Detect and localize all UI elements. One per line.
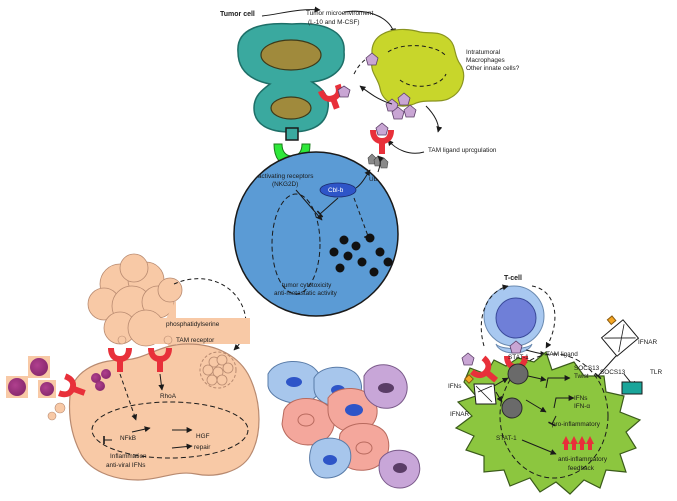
tumor-microenvironment-sub: (L-10 and M-CSF): [308, 19, 360, 26]
phosphatidylserine-label: phosphatidylserine: [166, 321, 220, 328]
socs13-b-label: SOCS13: [600, 369, 626, 376]
ifnar-left-label: IFNAR: [450, 411, 470, 418]
ub-label: Ub: [369, 176, 378, 183]
ifns-in-label: IFNs: [574, 395, 588, 402]
macrophages-label-3: Other innate cells?: [466, 65, 520, 72]
phagosome: [202, 354, 234, 386]
t-cell-nucleus: [495, 297, 537, 339]
nfkb-label: NFkB: [120, 435, 136, 442]
inflammation-label: Inflammation: [110, 453, 147, 460]
nk-cell: [233, 151, 399, 317]
macrophage-receptor-2: [148, 348, 172, 372]
tumor-nucleus-upper: [260, 39, 322, 71]
tam-receptor-label: TAM receptor: [176, 337, 215, 344]
macrophage-receptor-3: [58, 373, 86, 398]
t-cell: [483, 285, 545, 354]
ligand-pentagon-1: [337, 85, 351, 98]
ifn-alpha-label: IFN-α: [574, 403, 590, 410]
twist-label: Twist: [574, 373, 589, 380]
dc-nucleus-dashed: [499, 353, 609, 479]
t-cell-label: T-cell: [504, 275, 522, 282]
ligand-pentagon-3: [375, 122, 389, 136]
tumor-ligand-square: [285, 127, 299, 141]
tlr-receptor: [621, 381, 643, 395]
cblb-label: Cbl-b: [328, 187, 344, 194]
socs13-a-label: SOCS13: [574, 365, 600, 372]
repair-label: repair: [194, 444, 211, 451]
stat1-bottom-circle: [501, 397, 523, 419]
stat1-bottom-label: STAT-1: [496, 435, 517, 442]
tumor-nucleus-lower: [270, 96, 312, 120]
small-fragments: [47, 335, 173, 421]
tcell-ligand-pentagon: [509, 340, 523, 354]
engulfed-pink-bodies: [91, 369, 111, 391]
macrophages-label-2: Macrophages: [466, 57, 505, 64]
activating-receptors-label-1: activating receptors: [258, 173, 313, 180]
activating-receptors-label-2: (NKG2D): [272, 181, 298, 188]
tlr-label: TLR: [650, 369, 662, 376]
tam-ligand-cluster: [385, 92, 417, 120]
cytotoxic-granules: [329, 233, 393, 277]
antiinflammatory-label-1: anti-inflammatory: [558, 456, 608, 463]
ifnar-right-label: IFNAR: [638, 339, 658, 346]
ifnar-left-receptor: [464, 374, 497, 405]
proinflammatory-label: pro-inflammatory: [552, 421, 601, 428]
stat1-top-label: STAT-1: [508, 354, 529, 361]
dc-tam-receptor-left: [470, 355, 499, 383]
cytotoxicity-label-1: tumor cytotoxicity: [282, 282, 332, 289]
tumor-cell-label: Tumor cell: [220, 11, 255, 18]
stat1-top-circle: [507, 363, 529, 385]
rhoa-label: RhoA: [160, 393, 177, 400]
tissue-cell-cluster: [267, 361, 421, 489]
macrophages-label-1: Intratumoral: [466, 49, 500, 56]
tumor-cell-group: [237, 22, 351, 173]
tam-ligand-upregulation-label: TAM ligand uprcgulation: [428, 147, 497, 154]
nk-nucleus-dashed: [271, 193, 321, 295]
ifns-left-label: IFNs: [448, 383, 462, 390]
hgf-label: HGF: [196, 433, 210, 440]
tumor-tam-receptor: [318, 83, 342, 110]
ifnar-right-receptor: [600, 315, 640, 357]
apoptotic-bodies-left: [6, 356, 56, 398]
tumor-microenvironment-label: Tumor microenviroment: [306, 10, 373, 17]
macrophage-nucleus-dashed: [91, 401, 249, 459]
macrophage-receptor-1: [108, 348, 132, 372]
cblb-protein: [319, 182, 357, 198]
anti-inflammatory-receptors: [562, 436, 594, 450]
antiinflammatory-label-2: feedback: [568, 465, 595, 472]
ligand-pentagon-2: [365, 52, 379, 66]
nk-tam-receptor: [370, 130, 394, 154]
apoptotic-cell: [87, 253, 183, 347]
intratumoral-macrophage: [371, 28, 465, 107]
cytotoxicity-label-2: anti-metastatic activity: [274, 290, 338, 297]
dc-ligand-pentagon: [461, 352, 475, 366]
antiviral-ifns-label: anti-viral IFNs: [106, 462, 145, 469]
